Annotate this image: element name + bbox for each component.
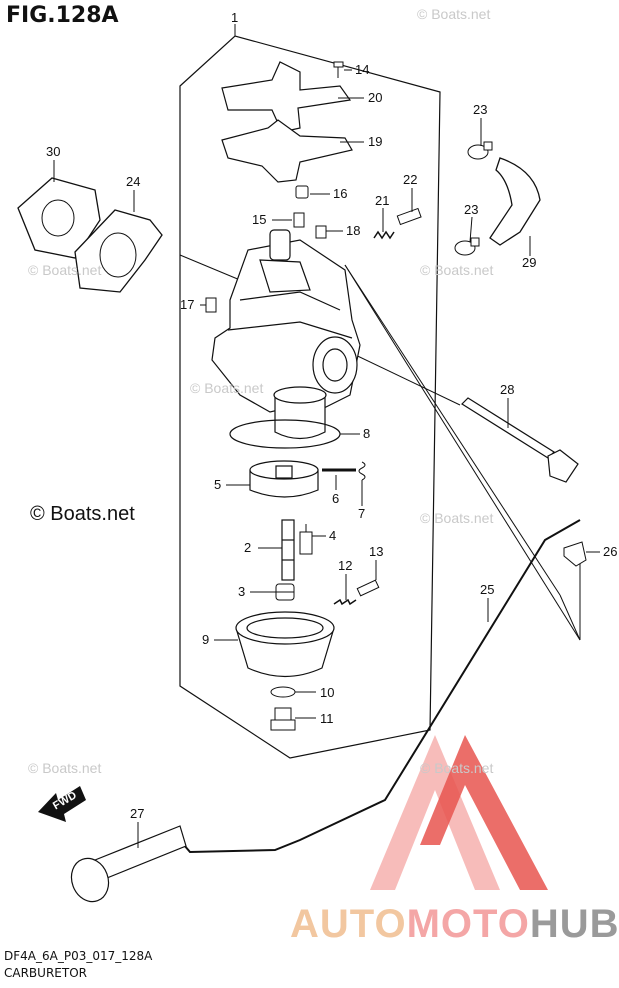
brand-wordmark: AUTOMOTOHUB [290, 902, 619, 947]
callout-28: 28 [500, 382, 514, 397]
brand-part-auto: AUTO [290, 902, 407, 946]
callout-18: 18 [346, 223, 360, 238]
fwd-arrow: FWD [38, 786, 86, 822]
drain-screw-11 [270, 707, 296, 731]
gasket-24-hole [99, 232, 137, 278]
callout-23b: 23 [464, 202, 478, 217]
callout-26: 26 [603, 544, 617, 559]
callout-8: 8 [363, 426, 370, 441]
callout-13: 13 [369, 544, 383, 559]
callout-27: 27 [130, 806, 144, 821]
watermark: © Boats.net [420, 510, 494, 526]
throttle-screw-22 [396, 207, 422, 226]
callout-17: 17 [180, 297, 194, 312]
callout-leaders [53, 24, 600, 848]
bolt-28 [461, 397, 579, 483]
callout-20: 20 [368, 90, 382, 105]
callout-9: 9 [202, 632, 209, 647]
diagram-description: CARBURETOR [4, 966, 87, 980]
callout-14: 14 [355, 62, 369, 77]
callout-19: 19 [368, 134, 382, 149]
gasket-plate-20 [221, 61, 352, 133]
brand-logo-triangle [370, 735, 548, 890]
fuel-hose-29 [489, 157, 541, 246]
callout-16: 16 [333, 186, 347, 201]
figure-title: FIG.128A [6, 3, 119, 28]
insulator-30-hole [41, 199, 75, 237]
float-bowl-9 [235, 611, 335, 677]
washer-10 [270, 686, 296, 698]
callout-24: 24 [126, 174, 140, 189]
callout-10: 10 [320, 685, 334, 700]
callout-30: 30 [46, 144, 60, 159]
callout-6: 6 [332, 491, 339, 506]
callout-15: 15 [252, 212, 266, 227]
callout-21: 21 [375, 193, 389, 208]
hose-clamp-23b [454, 237, 480, 256]
spring-12 [333, 598, 357, 606]
main-jet-3 [275, 583, 295, 601]
diagram-code: DF4A_6A_P03_017_128A [4, 949, 153, 963]
part-15 [293, 212, 305, 228]
screw-14 [333, 61, 344, 78]
hose-clamp-23a [467, 141, 493, 160]
gasket-plate-19 [221, 119, 353, 183]
carburetor-body [211, 229, 361, 440]
callout-23a: 23 [473, 102, 487, 117]
callout-22: 22 [403, 172, 417, 187]
callout-25: 25 [480, 582, 494, 597]
callout-11: 11 [320, 711, 334, 726]
brand-part-hub: HUB [529, 902, 619, 946]
copyright-notice: © Boats.net [30, 503, 135, 525]
part-17 [205, 297, 217, 313]
callout-5: 5 [214, 477, 221, 492]
callout-7: 7 [358, 506, 365, 521]
choke-knob-27 [70, 825, 187, 903]
linkage-rod-25 [177, 519, 581, 854]
watermark: © Boats.net [420, 262, 494, 278]
callout-1: 1 [231, 10, 238, 25]
callout-3: 3 [238, 584, 245, 599]
watermark: © Boats.net [417, 6, 491, 22]
brand-part-moto: MOTO [406, 902, 530, 946]
float-5 [249, 460, 319, 498]
callout-4: 4 [329, 528, 336, 543]
callout-29: 29 [522, 255, 536, 270]
clip-7 [358, 461, 366, 481]
watermark: © Boats.net [190, 380, 264, 396]
callout-2: 2 [244, 540, 251, 555]
part-18 [315, 225, 327, 239]
watermark: © Boats.net [28, 760, 102, 776]
watermark: © Boats.net [420, 760, 494, 776]
pilot-jet-4 [299, 524, 313, 555]
leader-lines [179, 254, 581, 641]
adjust-screw-13 [356, 579, 380, 597]
screw-16 [295, 185, 309, 199]
clip-26 [563, 541, 587, 567]
callout-12: 12 [338, 558, 352, 573]
main-nozzle-2 [281, 519, 295, 581]
callout-numbers: 1 14 20 19 16 22 21 15 18 17 30 24 23 23… [46, 10, 617, 821]
spring-21 [373, 230, 395, 240]
watermark: © Boats.net [28, 262, 102, 278]
